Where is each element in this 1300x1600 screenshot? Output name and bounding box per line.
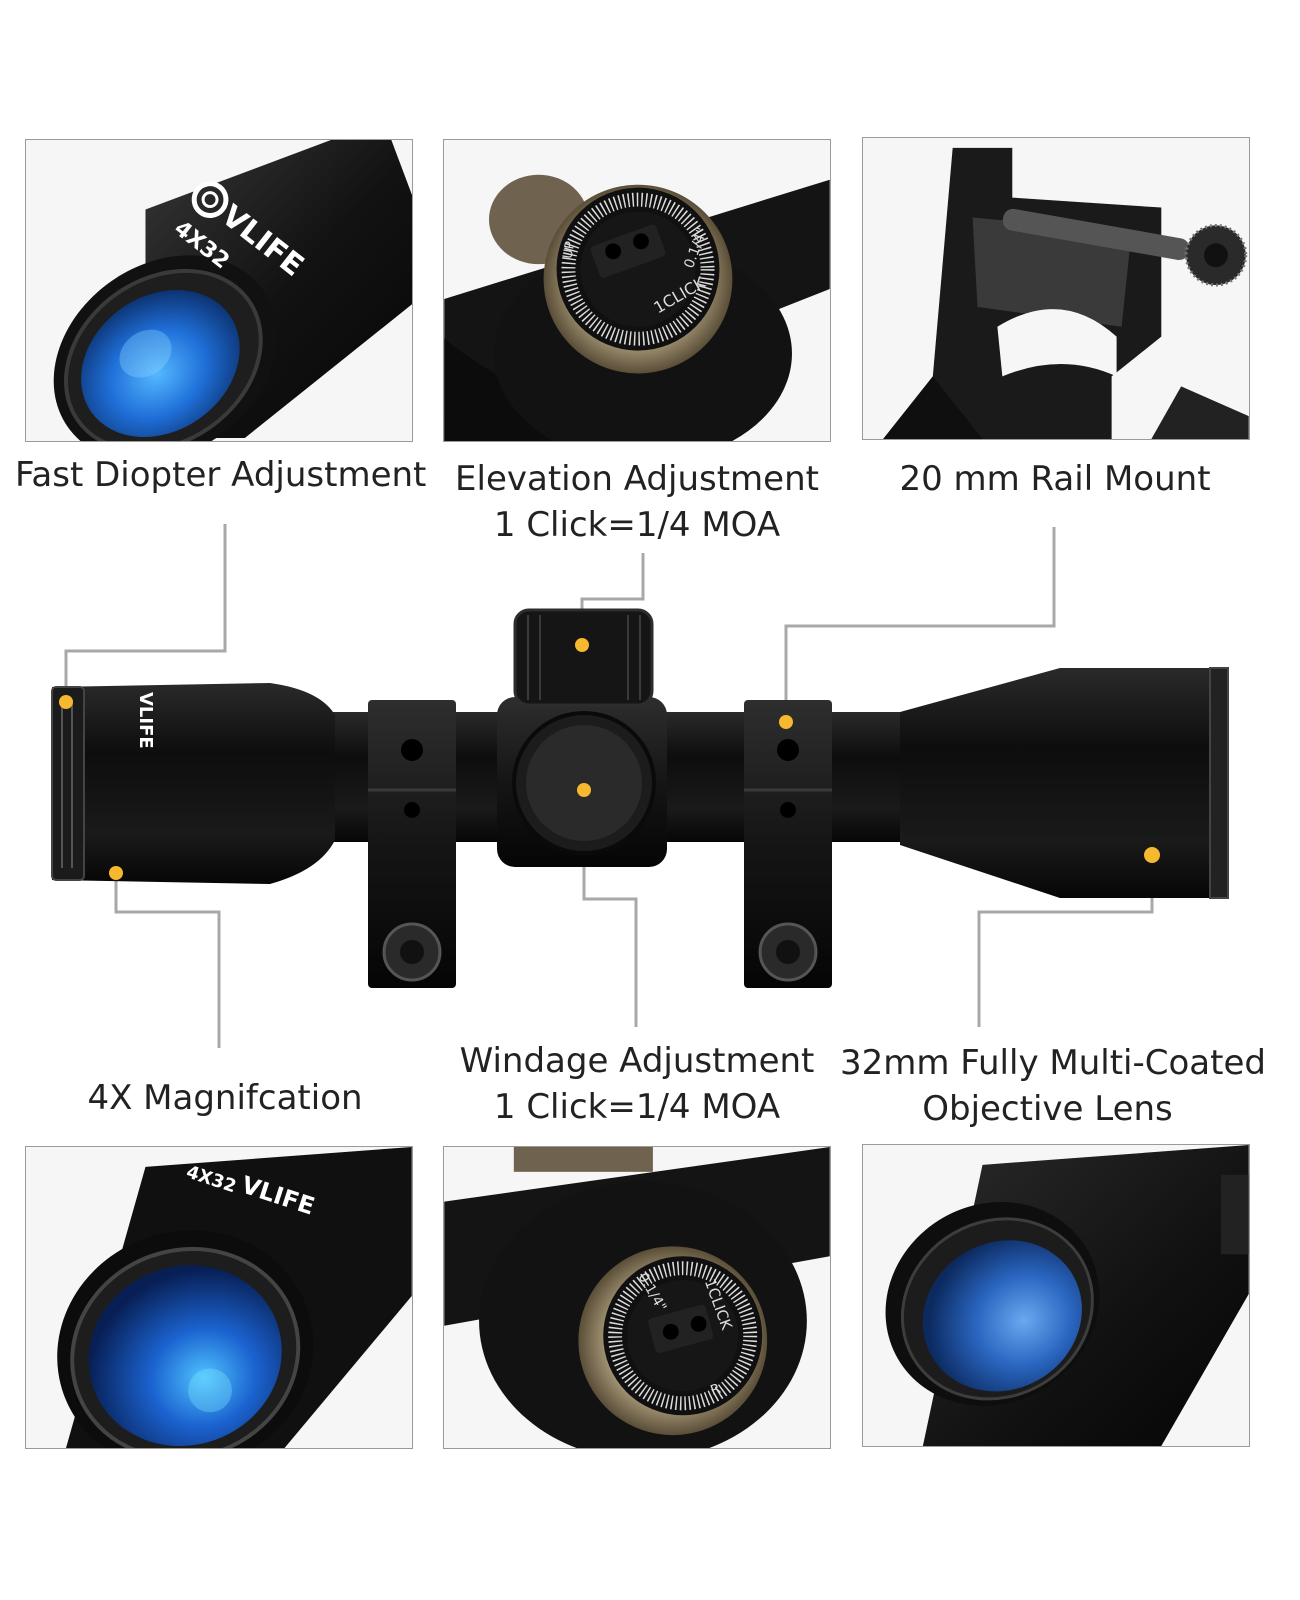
callout-dot-diopter (59, 695, 73, 709)
elevation-label-line1: Elevation Adjustment (455, 459, 819, 499)
windage-label-line1: Windage Adjustment (459, 1041, 815, 1081)
windage-turret-photo: 1CLICK 0.1/4" R (443, 1146, 831, 1449)
objective-label-line2: Objective Lens (922, 1089, 1173, 1129)
windage-turret-image: 1CLICK 0.1/4" R (444, 1147, 830, 1448)
rail-mount-photo (862, 137, 1250, 440)
diopter-closeup-photo: VLIFE 4X32 (25, 139, 413, 442)
diopter-label: Fast Diopter Adjustment (15, 452, 427, 498)
objective-lens-image (863, 1145, 1249, 1446)
magnification-closeup-photo: VLIFE 4X32 (25, 1146, 413, 1449)
main-logo-text: VLIFE (135, 692, 156, 749)
callout-dot-elevation (575, 638, 589, 652)
rail-label-line1: 20 mm Rail Mount (899, 459, 1211, 499)
magnification-label-line1: 4X Magnifcation (87, 1078, 363, 1118)
elevation-turret-image: 1CLICK 0.1/4" UP (444, 140, 830, 441)
callout-dot-rail (779, 715, 793, 729)
rail-ring-rear (368, 700, 456, 988)
elevation-up-marking: UP (561, 240, 579, 260)
rail-ring-front (744, 700, 832, 988)
objective-label-line1: 32mm Fully Multi-Coated (840, 1043, 1266, 1083)
elevation-label: Elevation Adjustment 1 Click=1/4 MOA (436, 456, 838, 548)
elevation-turret-photo: 1CLICK 0.1/4" UP (443, 139, 831, 442)
diopter-label-line1: Fast Diopter Adjustment (15, 455, 427, 495)
callout-dots (59, 638, 1160, 880)
magnification-label: 4X Magnifcation (20, 1075, 430, 1121)
callout-dot-magnification (109, 866, 123, 880)
rail-label: 20 mm Rail Mount (860, 456, 1250, 502)
rail-mount-image (863, 138, 1249, 439)
callout-dot-windage (577, 783, 591, 797)
windage-label: Windage Adjustment 1 Click=1/4 MOA (436, 1038, 838, 1130)
elevation-label-line2: 1 Click=1/4 MOA (493, 505, 781, 545)
callout-dot-objective (1144, 847, 1160, 863)
diopter-closeup-image: VLIFE 4X32 (26, 140, 412, 441)
scope-body: VLIFE (51, 608, 1229, 988)
objective-lens-photo (862, 1144, 1250, 1447)
objective-label: 32mm Fully Multi-Coated Objective Lens (840, 1040, 1266, 1132)
windage-label-line2: 1 Click=1/4 MOA (493, 1087, 781, 1127)
magnification-closeup-image: VLIFE 4X32 (26, 1147, 412, 1448)
